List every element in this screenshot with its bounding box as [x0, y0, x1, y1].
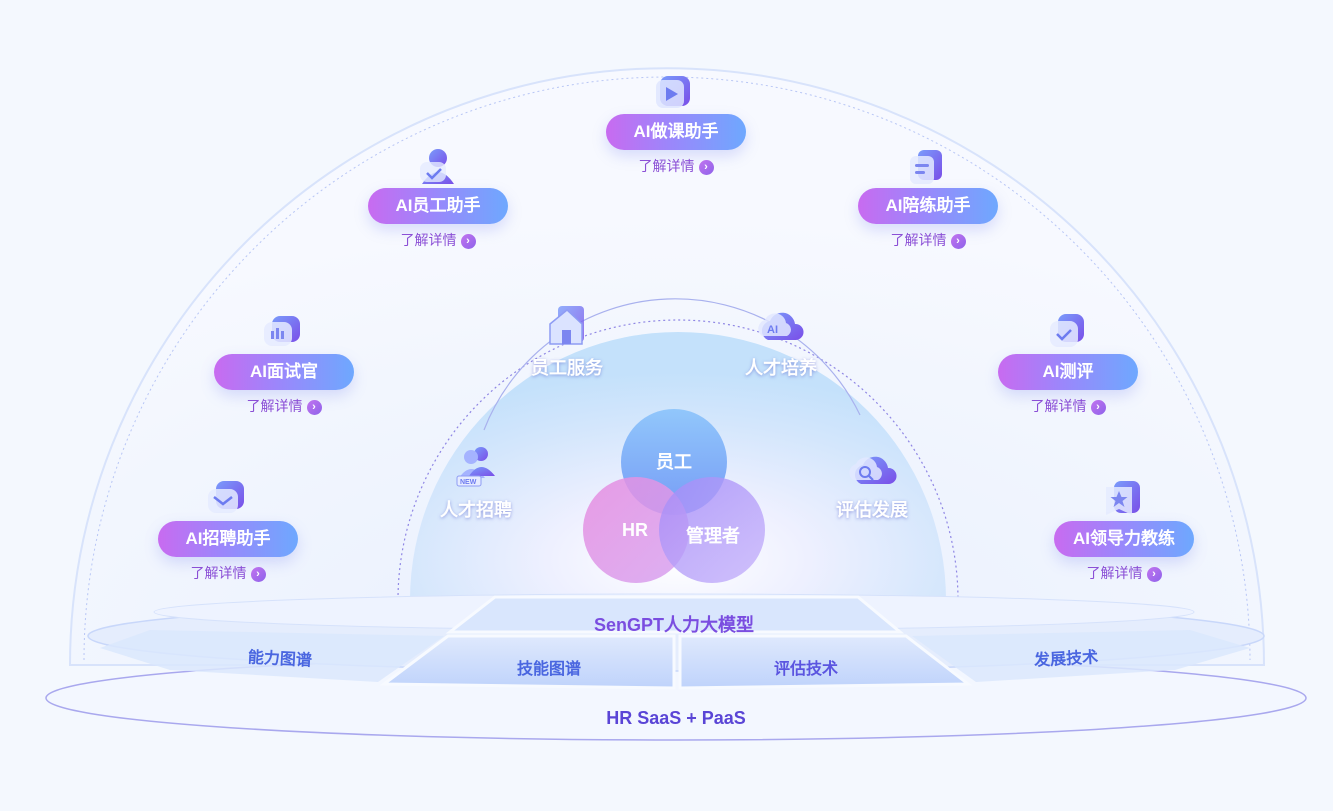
- assistant-interviewer: AI面试官 了解详情›: [214, 312, 354, 415]
- mail-icon: [208, 481, 244, 513]
- assistant-course: AI做课助手 了解详情›: [606, 72, 746, 175]
- star-badge-icon: [1106, 481, 1140, 515]
- ai-course-assistant-button[interactable]: AI做课助手: [606, 114, 746, 150]
- house-icon: [549, 306, 584, 345]
- category-employee-service: 员工服务: [507, 300, 627, 380]
- learn-more-link[interactable]: 了解详情›: [606, 156, 746, 176]
- category-label: 人才培养: [745, 358, 817, 378]
- check-icon: [1050, 314, 1084, 347]
- model-item-skill-map: 技能图谱: [516, 661, 581, 678]
- learn-more-link[interactable]: 了解详情›: [158, 563, 298, 583]
- new-people-icon: NEW: [456, 447, 495, 487]
- play-icon: [656, 76, 690, 108]
- document-icon: [910, 150, 942, 184]
- chevron-right-icon: ›: [1090, 400, 1106, 415]
- learn-more-link[interactable]: 了解详情›: [998, 396, 1138, 416]
- category-evaluation: 评估发展: [812, 442, 932, 522]
- category-label: 评估发展: [836, 500, 908, 520]
- model-layer-title: SenGPT人力大模型: [593, 615, 754, 635]
- ai-sparring-assistant-button[interactable]: AI陪练助手: [858, 188, 998, 224]
- chevron-right-icon: ›: [1146, 567, 1162, 582]
- venn-label-employee: 员工: [656, 452, 692, 472]
- category-talent-recruit: NEW 人才招聘: [416, 442, 536, 522]
- person-icon: [420, 149, 454, 184]
- learn-more-link[interactable]: 了解详情›: [1054, 563, 1194, 583]
- ai-recruit-assistant-button[interactable]: AI招聘助手: [158, 521, 298, 557]
- ai-interviewer-button[interactable]: AI面试官: [214, 354, 354, 390]
- svg-text:NEW: NEW: [460, 479, 477, 486]
- assistant-assessment: AI测评 了解详情›: [998, 312, 1138, 415]
- category-label: 人才招聘: [440, 500, 512, 520]
- assistant-sparring: AI陪练助手 了解详情›: [858, 146, 998, 249]
- model-item-assessment-tech: 评估技术: [773, 661, 838, 678]
- foundation-label: HR SaaS + PaaS: [606, 708, 746, 728]
- ai-cloud-icon: AI: [758, 312, 804, 340]
- assistant-leadership: AI领导力教练 了解详情›: [1054, 479, 1194, 582]
- ai-leadership-coach-button[interactable]: AI领导力教练: [1054, 521, 1194, 557]
- learn-more-link[interactable]: 了解详情›: [368, 230, 508, 250]
- learn-more-link[interactable]: 了解详情›: [858, 230, 998, 250]
- chevron-right-icon: ›: [250, 567, 266, 582]
- venn-label-hr: HR: [622, 520, 648, 540]
- chevron-right-icon: ›: [698, 160, 714, 175]
- category-talent-training: AI 人才培养: [721, 300, 841, 380]
- assistant-employee: AI员工助手 了解详情›: [368, 146, 508, 249]
- venn-label-manager: 管理者: [686, 526, 740, 546]
- category-label: 员工服务: [531, 358, 603, 378]
- ai-employee-assistant-button[interactable]: AI员工助手: [368, 188, 508, 224]
- ai-assessment-button[interactable]: AI测评: [998, 354, 1138, 390]
- chevron-right-icon: ›: [950, 234, 966, 249]
- chevron-right-icon: ›: [306, 400, 322, 415]
- svg-text:AI: AI: [767, 324, 778, 336]
- learn-more-link[interactable]: 了解详情›: [214, 396, 354, 416]
- chevron-right-icon: ›: [460, 234, 476, 249]
- search-cloud-icon: [849, 456, 897, 484]
- assistant-recruit: AI招聘助手 了解详情›: [158, 479, 298, 582]
- chat-bars-icon: [264, 316, 300, 346]
